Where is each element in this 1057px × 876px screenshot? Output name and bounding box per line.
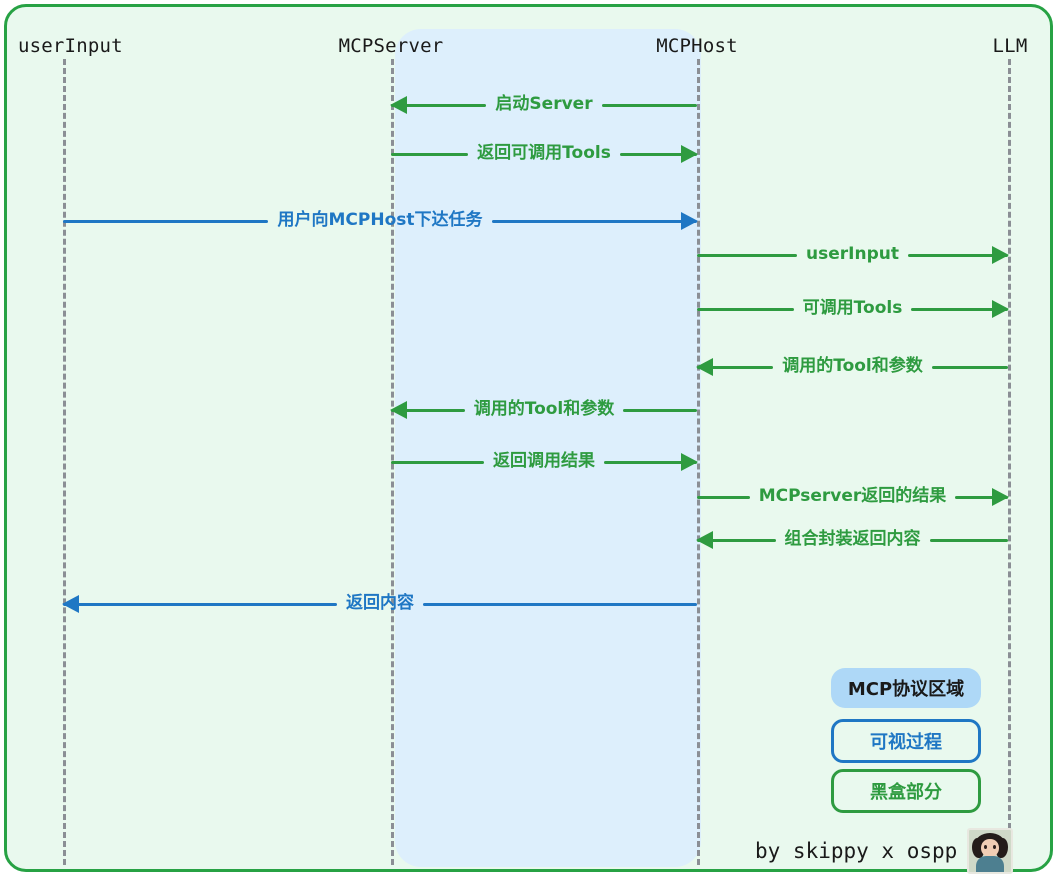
arrow-head [696, 358, 713, 376]
message-line-segment [907, 254, 1008, 257]
message-line-segment [697, 496, 750, 499]
avatar [967, 828, 1014, 874]
arrow-head [390, 401, 407, 419]
avatar-face [981, 839, 1000, 857]
message-label: 返回调用结果 [493, 451, 595, 471]
message-label: 可调用Tools [802, 298, 903, 318]
legend-item: 黑盒部分 [831, 769, 981, 813]
message-line-segment [391, 409, 465, 412]
message-label: 用户向MCPHost下达任务 [277, 210, 483, 230]
message-arrow: 返回可调用Tools [391, 142, 698, 168]
message-line-segment [697, 254, 798, 257]
message-line-segment [623, 409, 697, 412]
arrow-head [992, 488, 1009, 506]
avatar-body [976, 856, 1005, 872]
message-line-segment [697, 308, 794, 311]
message-line-segment [955, 496, 1008, 499]
actor-label-userInput: userInput [18, 35, 123, 57]
message-arrow: 返回内容 [62, 592, 697, 618]
signature: by skippy x ospp [755, 828, 1014, 874]
message-line-segment [391, 104, 487, 107]
actor-label-MCPServer: MCPServer [338, 35, 444, 57]
message-arrow: 用户向MCPHost下达任务 [63, 209, 698, 235]
avatar-hair-right [996, 838, 1009, 858]
message-label: userInput [806, 244, 899, 264]
avatar-eye-right [993, 845, 997, 849]
message-line-segment [929, 539, 1008, 542]
message-arrow: userInput [697, 243, 1009, 269]
message-line-segment [63, 603, 337, 606]
message-line-segment [423, 603, 697, 606]
message-arrow: MCPserver返回的结果 [697, 485, 1009, 511]
message-arrow: 调用的Tool和参数 [696, 355, 1008, 381]
actor-label-MCPHost: MCPHost [656, 35, 738, 57]
message-arrow: 返回调用结果 [391, 450, 698, 476]
arrow-head [681, 212, 698, 230]
arrow-head [992, 246, 1009, 264]
actor-label-LLM: LLM [992, 35, 1028, 57]
message-line-segment [697, 366, 774, 369]
message-line-segment [931, 366, 1008, 369]
message-line-segment [391, 461, 484, 464]
mcp-protocol-region [395, 29, 701, 867]
legend-item: MCP协议区域 [831, 668, 981, 708]
message-line-segment [604, 461, 697, 464]
message-line-segment [491, 220, 697, 223]
lifeline-MCPHost [697, 59, 700, 865]
message-label: 调用的Tool和参数 [782, 356, 923, 376]
message-line-segment [697, 539, 776, 542]
message-arrow: 启动Server [390, 93, 697, 119]
message-label: 组合封装返回内容 [784, 529, 921, 549]
diagram-frame: userInput MCPServer MCPHost LLM 启动Server 返回可… [4, 4, 1053, 874]
legend-item: 可视过程 [831, 719, 981, 763]
arrow-head [390, 96, 407, 114]
message-arrow: 可调用Tools [697, 297, 1009, 323]
message-arrow: 组合封装返回内容 [696, 528, 1008, 554]
lifeline-LLM [1008, 59, 1011, 865]
message-label: 调用的Tool和参数 [473, 399, 615, 419]
message-arrow: 调用的Tool和参数 [390, 398, 697, 424]
signature-text: by skippy x ospp [755, 839, 958, 863]
lifeline-userInput [63, 59, 66, 865]
avatar-eye-left [984, 845, 988, 849]
arrow-head [681, 145, 698, 163]
message-label: 返回内容 [346, 593, 414, 613]
arrow-head [696, 531, 713, 549]
message-line-segment [911, 308, 1008, 311]
message-label: 返回可调用Tools [477, 143, 611, 163]
message-line-segment [391, 153, 469, 156]
message-label: 启动Server [495, 94, 593, 114]
arrow-head [992, 300, 1009, 318]
message-line-segment [619, 153, 697, 156]
arrow-head [681, 453, 698, 471]
message-line-segment [601, 104, 697, 107]
arrow-head [62, 595, 79, 613]
message-line-segment [63, 220, 269, 223]
message-label: MCPserver返回的结果 [758, 486, 947, 506]
